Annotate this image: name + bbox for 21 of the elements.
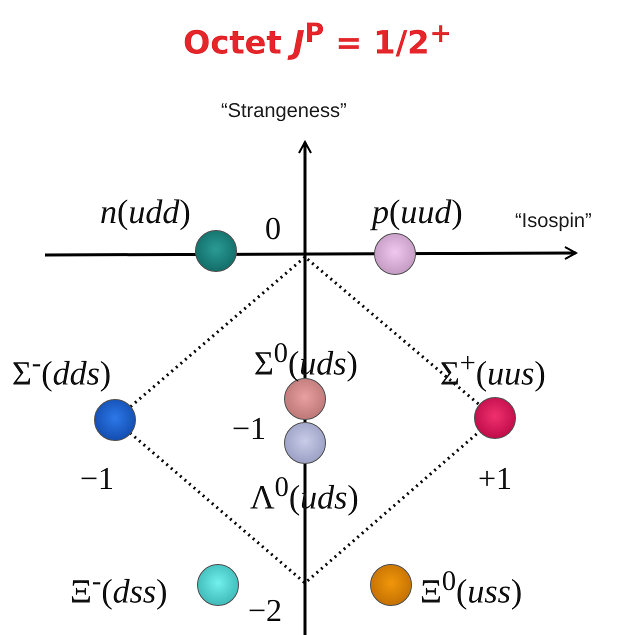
particle-sphere — [197, 564, 239, 606]
title: Octet J$^{P}$ = 1/2$^{+}$ — [182, 18, 453, 62]
axis-value: +1 — [478, 462, 512, 494]
axis-value: 0 — [265, 212, 281, 244]
particle-sphere — [474, 397, 516, 439]
particle-label: Ξ$^{0}$(uss) — [420, 568, 522, 610]
particle-label: Ξ$^{-}$(dss) — [70, 568, 168, 610]
axis-label: “Isospin” — [515, 210, 592, 233]
axis-value: −2 — [248, 594, 282, 626]
particle-sphere — [94, 399, 136, 441]
axis-value: −1 — [232, 412, 266, 444]
particle-label: n(udd) — [100, 196, 191, 230]
particle-label: Σ$^{+}$(uus) — [440, 350, 546, 392]
particle-sphere — [370, 564, 412, 606]
particle-label: Σ$^{-}$(dds) — [12, 350, 112, 392]
particle-label: p(uud) — [372, 196, 463, 230]
axis-value: −1 — [80, 462, 114, 494]
particle-sphere — [284, 422, 326, 464]
particle-sphere — [374, 233, 416, 275]
axis-label: “Strangeness” — [221, 100, 347, 123]
particle-sphere — [195, 230, 237, 272]
